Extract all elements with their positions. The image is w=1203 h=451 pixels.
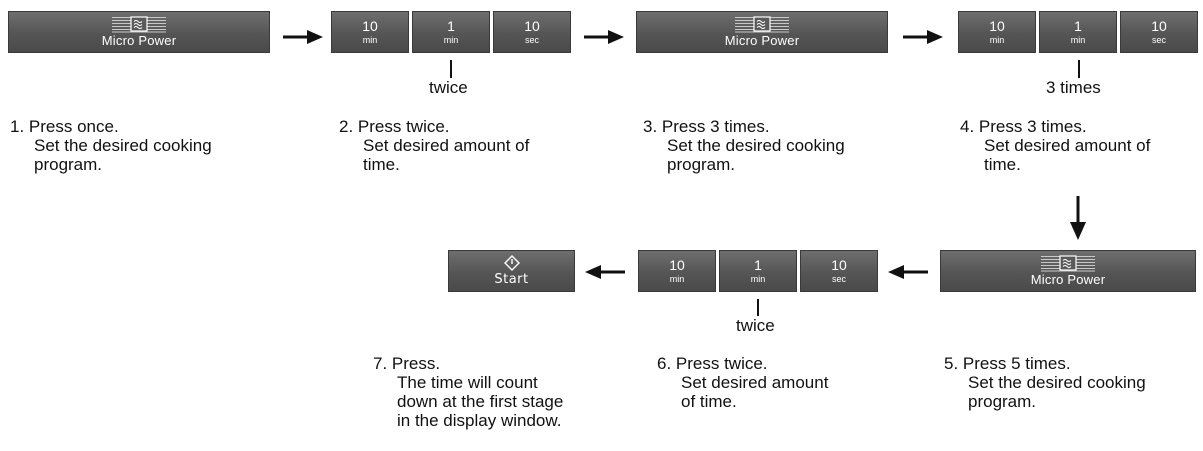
start-diamond-icon <box>503 255 520 271</box>
step-2-text: 2. Press twice. Set desired amount of ti… <box>339 117 530 174</box>
arrow-right-icon <box>584 30 624 44</box>
microwave-icon <box>9 16 269 33</box>
micro-power-label: Micro Power <box>101 33 177 48</box>
leader-line <box>1078 60 1080 78</box>
step-3-text: 3. Press 3 times. Set the desired cookin… <box>643 117 845 174</box>
leader-line <box>757 299 759 316</box>
step-6-text: 6. Press twice. Set desired amount of ti… <box>657 354 829 411</box>
micro-power-button[interactable]: Micro Power <box>940 250 1196 292</box>
micro-power-button[interactable]: Micro Power <box>636 11 888 53</box>
press-note: twice <box>736 316 775 335</box>
start-button[interactable]: Start <box>448 250 575 292</box>
arrow-left-icon <box>585 265 625 279</box>
press-note: 3 times <box>1046 78 1101 97</box>
microwave-icon <box>637 16 887 33</box>
micro-power-label: Micro Power <box>1030 272 1106 287</box>
step-7-text: 7. Press. The time will count down at th… <box>373 354 564 430</box>
step-4-text: 4. Press 3 times. Set desired amount of … <box>960 117 1151 174</box>
start-label: Start <box>494 272 529 287</box>
arrow-left-icon <box>888 265 928 279</box>
microwave-icon <box>941 255 1195 272</box>
arrow-down-icon <box>1070 196 1086 240</box>
press-note: twice <box>429 78 468 97</box>
micro-power-button[interactable]: Micro Power <box>8 11 270 53</box>
micro-power-label: Micro Power <box>724 33 800 48</box>
arrow-right-icon <box>283 30 323 44</box>
arrow-right-icon <box>903 30 943 44</box>
step-1-text: 1. Press once. Set the desired cooking p… <box>10 117 212 174</box>
step-5-text: 5. Press 5 times. Set the desired cookin… <box>944 354 1146 411</box>
leader-line <box>450 60 452 78</box>
